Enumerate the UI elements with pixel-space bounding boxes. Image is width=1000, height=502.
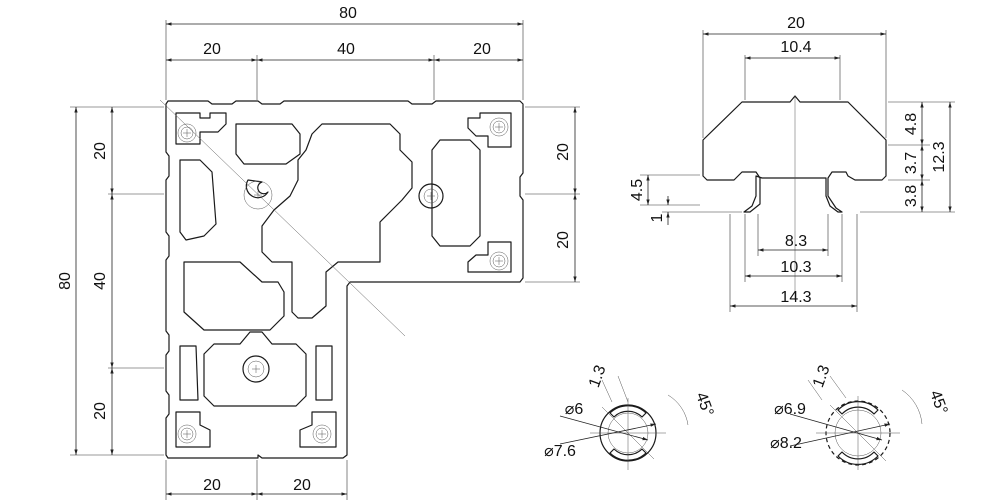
core-large-rib: 1.3 (810, 363, 834, 390)
core-large-inner-dia: ⌀6.9 (774, 401, 806, 418)
slot-dim-top-opening: 10.4 (780, 39, 811, 56)
dim-bottom-left: 20 (203, 477, 221, 494)
core-detail-large: 1.3 ⌀6.9 ⌀8.2 45° (770, 363, 950, 470)
slot-dim-3-8: 3.8 (903, 185, 920, 207)
core-large-outer-dia: ⌀8.2 (770, 435, 802, 452)
dim-right-lower: 20 (555, 231, 572, 249)
dim-left-top: 20 (92, 142, 109, 160)
right-dimensions: 20 20 (525, 106, 580, 283)
slot-dim-8-3: 8.3 (785, 233, 807, 250)
core-small-rib: 1.3 (586, 363, 610, 390)
dim-top-right: 20 (473, 41, 491, 58)
dim-overall-height: 80 (57, 272, 74, 290)
dim-overall-width: 80 (339, 5, 357, 22)
slot-dim-width: 20 (787, 15, 805, 32)
core-small-outer-dia: ⌀7.6 (544, 443, 576, 460)
dim-bottom-right: 20 (293, 477, 311, 494)
dim-right-upper: 20 (555, 143, 572, 161)
core-detail-small: 1.3 ⌀6 ⌀7.6 45° (544, 363, 716, 470)
slot-dim-4-8: 4.8 (903, 113, 920, 135)
slot-dim-3-7: 3.7 (903, 152, 920, 174)
bottom-dimensions: 20 20 (165, 460, 348, 500)
core-small-angle: 45° (692, 390, 716, 419)
slot-dim-12-3: 12.3 (931, 141, 948, 172)
l-profile-section (159, 99, 524, 459)
dim-top-left: 20 (203, 41, 221, 58)
slot-dim-4-5: 4.5 (629, 179, 646, 201)
slot-dim-10-3: 10.3 (780, 259, 811, 276)
left-dimensions: 80 20 40 20 (57, 106, 164, 456)
core-small-inner-dia: ⌀6 (565, 401, 584, 418)
dim-left-bottom: 20 (92, 402, 109, 420)
slot-dim-14-3: 14.3 (780, 289, 811, 306)
slot-dim-1: 1 (649, 213, 666, 222)
top-dimensions: 80 20 40 20 (165, 5, 524, 100)
core-large-angle: 45° (926, 388, 950, 417)
slot-detail: 20 10.4 4.8 3.7 3.8 12.3 4.5 1 8.3 (629, 15, 955, 312)
dim-left-mid: 40 (92, 272, 109, 290)
dim-top-mid: 40 (337, 41, 355, 58)
